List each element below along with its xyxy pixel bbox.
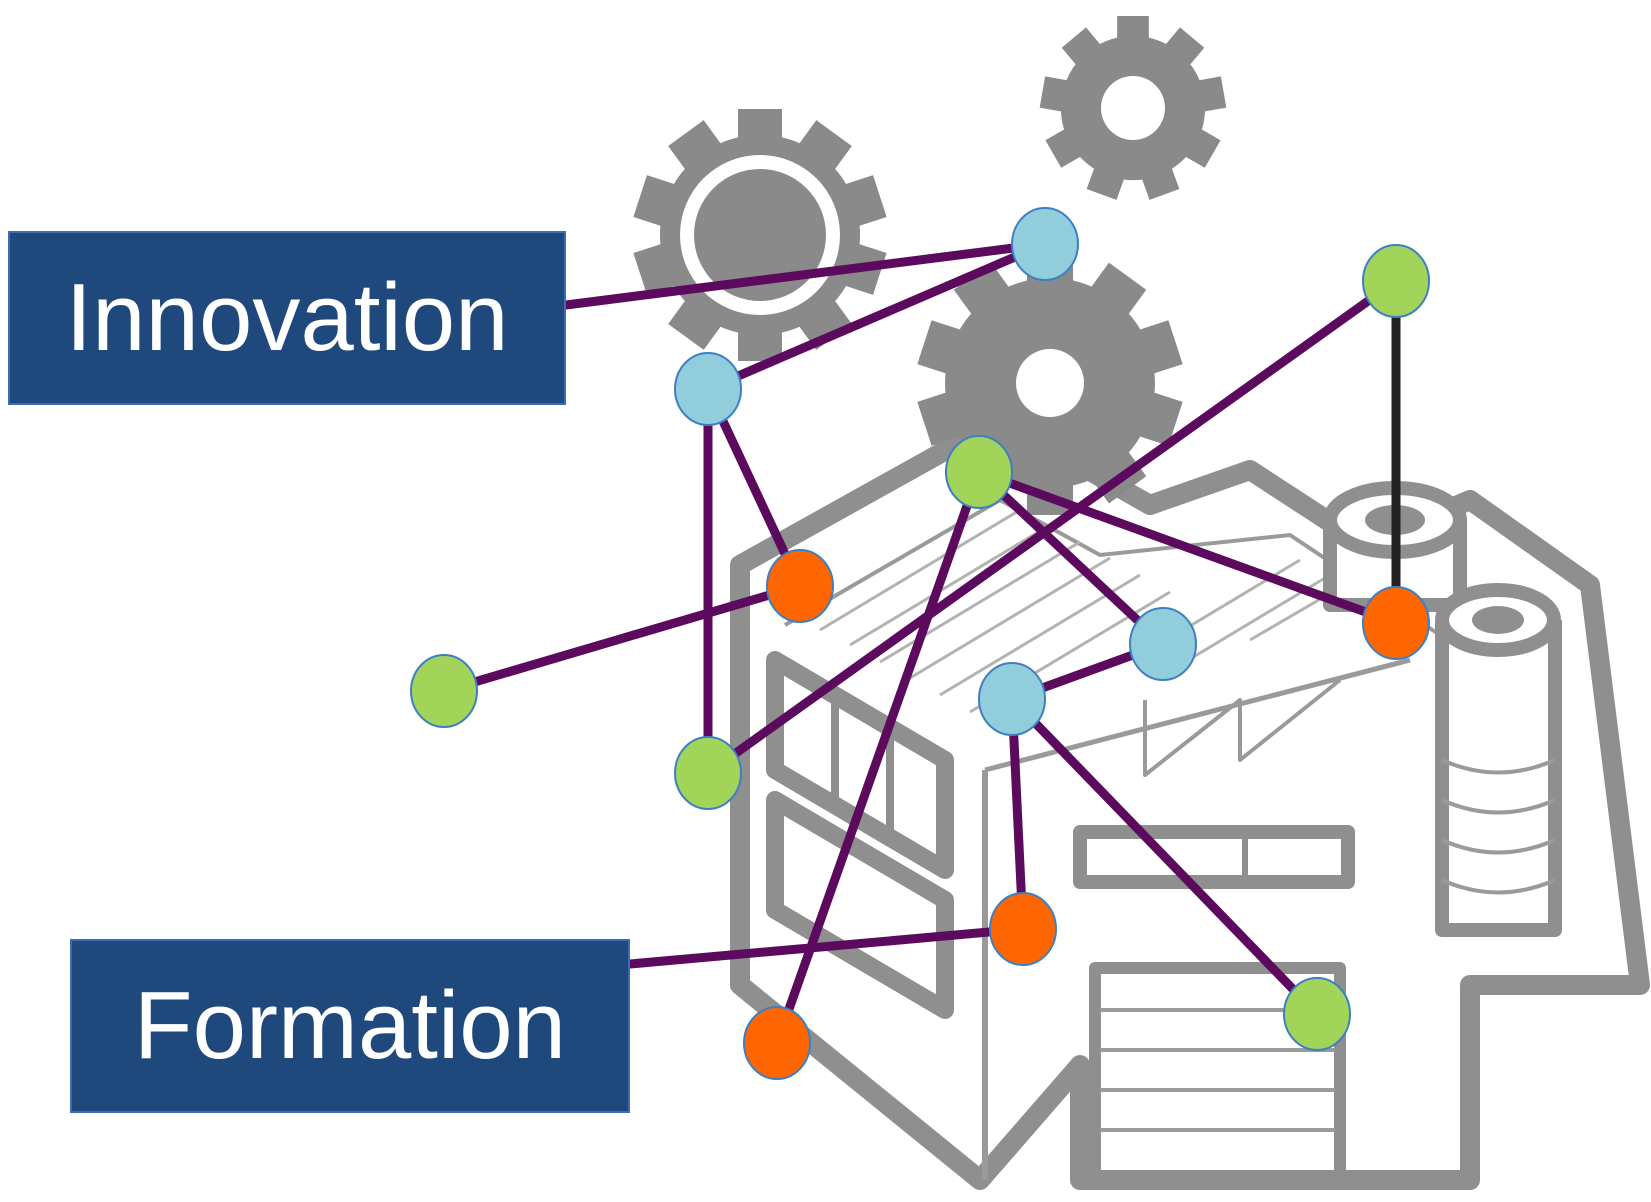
node-green-g2 [674,736,742,810]
link-g4-o1 [439,581,805,696]
node-green-g1 [945,435,1013,509]
link-b4-g3 [1007,694,1322,1019]
node-orange-o2 [1362,586,1430,660]
node-blue-b4 [978,662,1046,736]
node-green-g4 [410,654,478,728]
node-blue-b2 [674,352,742,426]
formation-label: Formation [70,939,630,1113]
node-green-g5 [1362,244,1430,318]
nodes-layer [410,207,1430,1080]
links-layer [439,239,1401,1048]
gear-icon [917,251,1183,515]
node-orange-o4 [989,892,1057,966]
link-b1-b2 [703,239,1050,394]
gears-layer [633,16,1227,515]
link-o4-formation [625,924,1028,969]
factory-icon [730,410,1650,1190]
node-blue-b3 [1129,607,1197,681]
link-g2-g5 [703,276,1401,778]
gear-icon [1039,16,1227,200]
node-green-g3 [1283,977,1351,1051]
node-blue-b1 [1011,207,1079,281]
link-g1-b3 [974,467,1168,649]
link-innovation-b1 [561,239,1050,310]
node-orange-o3 [743,1006,811,1080]
formation-label-text: Formation [133,972,567,1079]
link-g1-o2 [974,467,1401,628]
link-b4-o4 [1007,694,1028,934]
gear-icon [633,109,887,361]
innovation-label-text: Innovation [65,264,509,371]
node-orange-o1 [766,549,834,623]
innovation-label: Innovation [8,231,566,405]
